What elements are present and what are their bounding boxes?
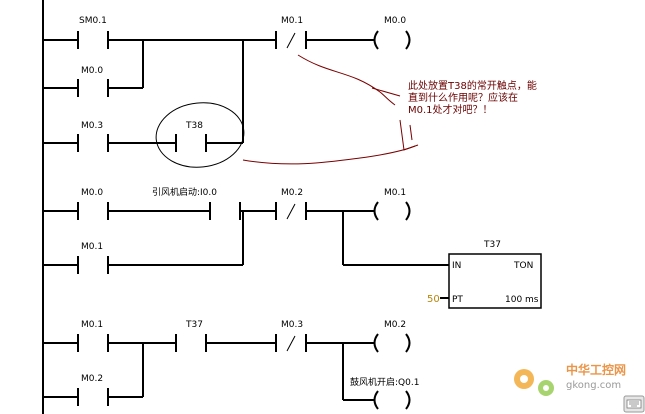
timer-in-label: IN: [452, 261, 461, 271]
annotation-line-2: 直到什么作用呢？应该在: [408, 91, 518, 104]
timer-pt-label: PT: [452, 295, 463, 305]
contact-label: M0.3: [281, 320, 303, 330]
contact-m0-1-hold[interactable]: M0.1: [77, 242, 109, 274]
contact-m0-2-nc[interactable]: M0.2: [275, 188, 307, 220]
contact-label: M0.3: [81, 121, 103, 131]
coil-label: M0.1: [384, 188, 406, 198]
timer-name: T37: [483, 240, 501, 250]
coil-label: 鼓风机开启:Q0.1: [350, 376, 419, 388]
contact-sm0-1[interactable]: SM0.1: [77, 16, 109, 49]
rung-1: SM0.1 M0.0 M0.3 T38 M0.: [43, 16, 411, 152]
annotation-marks: [155, 54, 419, 168]
contact-fan-start-i0-0[interactable]: 引风机启动:I0.0: [152, 186, 241, 220]
timer-preset-value: 50: [427, 294, 440, 305]
coil-label: M0.2: [384, 320, 406, 330]
watermark: 中华工控网 gkong.com: [514, 362, 626, 396]
keyboard-icon[interactable]: [623, 395, 645, 413]
contact-t37[interactable]: T37: [175, 320, 207, 352]
contact-label: M0.2: [81, 374, 103, 384]
contact-m0-0-hold[interactable]: M0.0: [77, 66, 109, 97]
annotation-line-1: 此处放置T38的常开触点，能: [408, 79, 537, 92]
contact-label: T38: [185, 121, 203, 131]
coil-label: M0.0: [384, 16, 406, 26]
contact-label: M0.1: [81, 242, 103, 252]
contact-m0-1[interactable]: M0.1: [77, 320, 109, 352]
timer-type-label: TON: [513, 261, 533, 271]
coil-m0-0[interactable]: M0.0: [373, 16, 411, 50]
contact-m0-3-nc[interactable]: M0.3: [275, 320, 307, 352]
coil-m0-2[interactable]: M0.2: [373, 320, 411, 353]
watermark-url: gkong.com: [566, 380, 621, 391]
annotation-text: 此处放置T38的常开触点，能 直到什么作用呢？应该在 M0.1处才对吧？！: [408, 79, 537, 116]
contact-label: SM0.1: [79, 16, 107, 26]
contact-label: 引风机启动:I0.0: [152, 186, 217, 198]
timer-unit-label: 100 ms: [505, 295, 539, 305]
contact-label: M0.1: [81, 320, 103, 330]
contact-label: M0.0: [81, 66, 103, 76]
gear-icon: [514, 369, 554, 396]
contact-m0-2-hold[interactable]: M0.2: [77, 374, 109, 406]
annotation-line-3: M0.1处才对吧？！: [408, 103, 493, 116]
contact-label: M0.0: [81, 188, 103, 198]
contact-label: M0.1: [281, 16, 303, 26]
contact-m0-1-nc[interactable]: M0.1: [275, 16, 307, 49]
rung-2: M0.0 引风机启动:I0.0 M0.1 M0.2 M0.1: [43, 186, 542, 309]
rung-3: M0.1 T37 M0.2 M0.3 M0.2: [43, 320, 419, 410]
contact-m0-0[interactable]: M0.0: [77, 188, 109, 220]
watermark-cn: 中华工控网: [566, 362, 626, 377]
contact-label: T37: [185, 320, 203, 330]
coil-blower-q0-1[interactable]: 鼓风机开启:Q0.1: [350, 376, 419, 410]
contact-t38[interactable]: T38: [175, 121, 207, 152]
timer-block-t37[interactable]: T37 IN TON PT 100 ms: [448, 240, 542, 309]
contact-label: M0.2: [281, 188, 303, 198]
contact-m0-3[interactable]: M0.3: [77, 121, 109, 152]
coil-m0-1[interactable]: M0.1: [373, 188, 411, 221]
